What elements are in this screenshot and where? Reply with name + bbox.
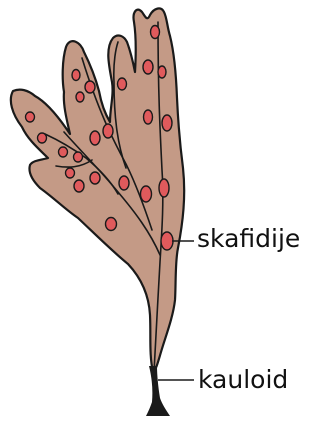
stipe-label: kauloid: [198, 367, 288, 392]
receptacles-label: skafidije: [197, 226, 300, 251]
stipe: [146, 366, 170, 416]
